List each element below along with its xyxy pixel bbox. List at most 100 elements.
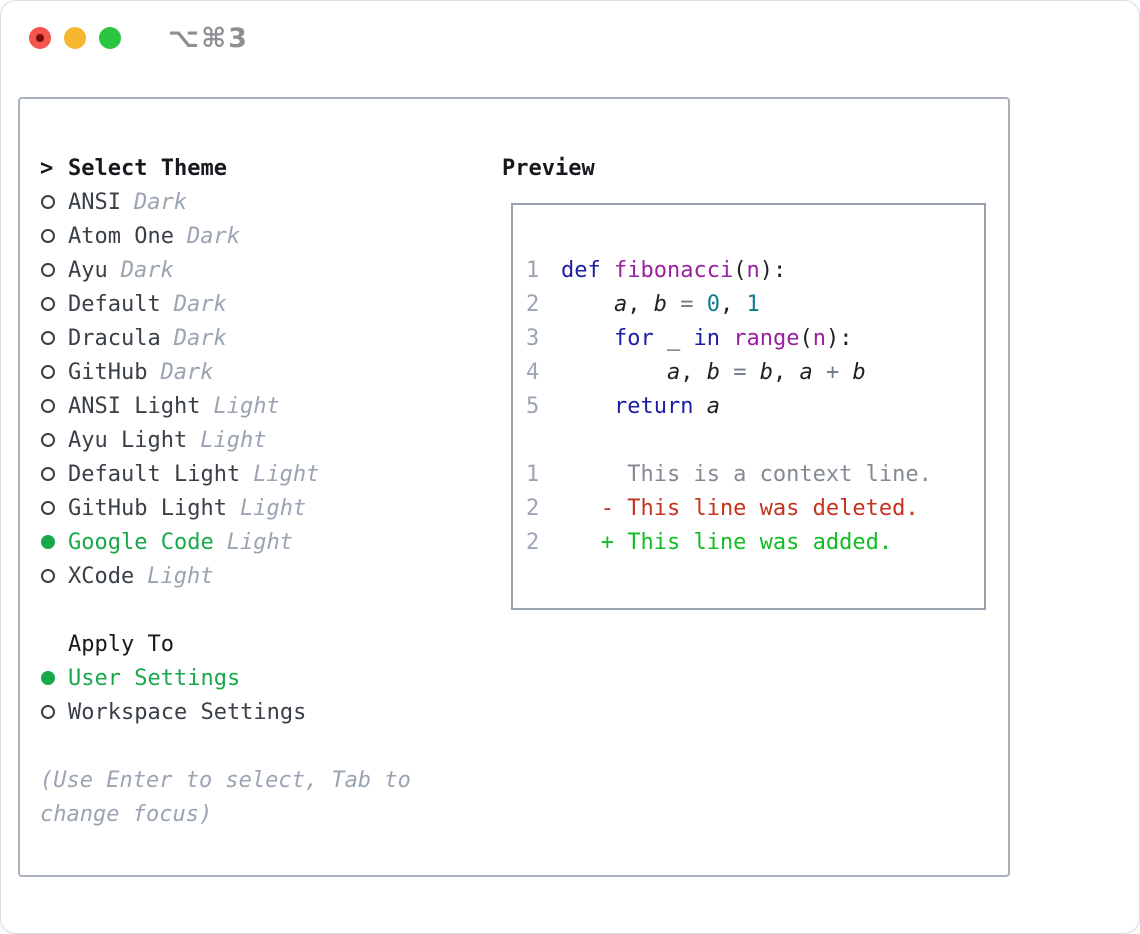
line-number: 1 xyxy=(526,257,540,283)
line-number: 2 xyxy=(526,529,540,555)
radio-icon xyxy=(41,399,55,413)
theme-option[interactable]: Google Code Light xyxy=(40,525,411,559)
theme-option[interactable]: Ayu Light Light xyxy=(40,423,411,457)
close-button[interactable] xyxy=(29,27,51,49)
hint-text-line2: change focus) xyxy=(40,801,213,827)
hint-text-line1: (Use Enter to select, Tab to xyxy=(40,767,411,793)
theme-variant-label: Light xyxy=(239,495,307,521)
close-icon xyxy=(36,34,44,42)
theme-option[interactable]: Dracula Dark xyxy=(40,321,411,355)
theme-variant-label: Light xyxy=(147,563,214,589)
preview-header: Preview xyxy=(502,155,595,181)
apply-to-option[interactable]: Workspace Settings xyxy=(40,695,411,729)
theme-variant-label: Light xyxy=(213,393,280,419)
option-label: User Settings xyxy=(68,665,241,691)
option-label: Dracula xyxy=(68,325,161,351)
theme-variant-label: Light xyxy=(253,461,320,487)
code-line: 2 a, b = 0, 1 xyxy=(526,287,984,321)
theme-variant-label: Light xyxy=(226,529,293,555)
code-line: 2 - This line was deleted. xyxy=(526,491,984,525)
code-line xyxy=(526,423,984,457)
code-text: a, b = 0, 1 xyxy=(613,291,760,317)
theme-option[interactable]: GitHub Light Light xyxy=(40,491,411,525)
line-number: 5 xyxy=(526,393,540,419)
code-text: for _ in range(n): xyxy=(613,325,853,351)
spacer xyxy=(40,593,411,627)
line-number: 1 xyxy=(526,461,540,487)
theme-option[interactable]: Default Dark xyxy=(40,287,411,321)
theme-variant-label: Dark xyxy=(133,189,187,215)
option-label: ANSI xyxy=(68,189,121,215)
radio-icon xyxy=(41,229,55,243)
code-line: 2 + This line was added. xyxy=(526,525,984,559)
line-number: 3 xyxy=(526,325,540,351)
radio-icon xyxy=(41,569,55,583)
theme-variant-label: Dark xyxy=(120,257,174,283)
theme-option[interactable]: GitHub Dark xyxy=(40,355,411,389)
option-label: XCode xyxy=(68,563,135,589)
radio-icon xyxy=(41,501,55,515)
code-text: + This line was added. xyxy=(561,529,893,555)
line-number: 2 xyxy=(526,291,540,317)
code-line: 1 def fibonacci(n): xyxy=(526,253,984,287)
option-label: ANSI Light xyxy=(68,393,201,419)
radio-selected-icon xyxy=(41,671,55,685)
radio-icon xyxy=(41,263,55,277)
code-text: This is a context line. xyxy=(561,461,932,487)
select-theme-header: Select Theme xyxy=(68,155,227,181)
apply-to-header-row: Apply To xyxy=(40,627,411,661)
theme-option[interactable]: Default Light Light xyxy=(40,457,411,491)
radio-selected-icon xyxy=(41,535,55,549)
theme-variant-label: Dark xyxy=(173,291,227,317)
theme-option[interactable]: Atom One Dark xyxy=(40,219,411,253)
title-bar: ⌥⌘3 xyxy=(29,23,249,54)
radio-icon xyxy=(41,365,55,379)
code-text: a, b = b, a + b xyxy=(666,359,866,385)
option-label: Ayu Light xyxy=(68,427,188,453)
radio-icon xyxy=(41,467,55,481)
apply-to-option[interactable]: User Settings xyxy=(40,661,411,695)
window-title: ⌥⌘3 xyxy=(168,22,249,54)
selection-prompt: > xyxy=(40,155,54,181)
select-theme-header-row: > Select Theme xyxy=(40,151,411,185)
theme-variant-label: Dark xyxy=(173,325,227,351)
option-label: Default xyxy=(68,291,161,317)
option-label: Google Code xyxy=(68,529,214,555)
code-line: 3 for _ in range(n): xyxy=(526,321,984,355)
apply-to-header: Apply To xyxy=(68,631,174,657)
option-label: Default Light xyxy=(68,461,241,487)
line-number: 2 xyxy=(526,495,540,521)
minimize-button[interactable] xyxy=(64,27,86,49)
radio-icon xyxy=(41,705,55,719)
theme-variant-label: Dark xyxy=(186,223,240,249)
radio-icon xyxy=(41,297,55,311)
option-label: GitHub Light xyxy=(68,495,227,521)
radio-icon xyxy=(41,195,55,209)
code-text: return a xyxy=(613,393,720,419)
code-text: - This line was deleted. xyxy=(561,495,919,521)
code-line: 4 a, b = b, a + b xyxy=(526,355,984,389)
code-line: 1 This is a context line. xyxy=(526,457,984,491)
preview-header-row: Preview xyxy=(502,151,595,185)
code-text: def fibonacci(n): xyxy=(561,257,787,283)
zoom-button[interactable] xyxy=(99,27,121,49)
option-label: GitHub xyxy=(68,359,148,385)
radio-icon xyxy=(41,331,55,345)
spacer xyxy=(40,729,411,763)
radio-icon xyxy=(41,433,55,447)
theme-option[interactable]: ANSI Light Light xyxy=(40,389,411,423)
theme-option[interactable]: ANSI Dark xyxy=(40,185,411,219)
theme-variant-label: Light xyxy=(200,427,267,453)
option-label: Workspace Settings xyxy=(68,699,307,725)
theme-variant-label: Dark xyxy=(160,359,214,385)
option-label: Atom One xyxy=(68,223,174,249)
line-number: 4 xyxy=(526,359,540,385)
theme-option[interactable]: XCode Light xyxy=(40,559,411,593)
